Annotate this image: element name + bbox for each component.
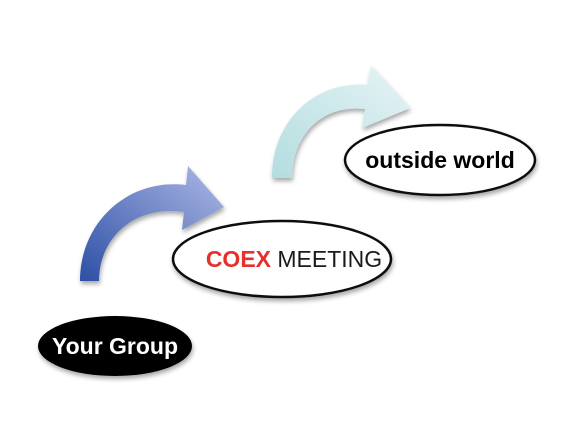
outside-world-node: [343, 123, 537, 197]
coex-meeting-label: COEX MEETING: [206, 246, 382, 272]
your-group-node: [38, 316, 192, 376]
meeting-text: MEETING: [271, 246, 382, 272]
your-group-label: Your Group: [52, 333, 178, 359]
outside-world-label: outside world: [365, 147, 515, 173]
coex-meeting-node: [171, 219, 393, 299]
coex-highlight-text: COEX: [206, 246, 272, 272]
curved-arrow-icon: [272, 66, 410, 178]
curved-arrow-icon: [80, 166, 224, 281]
